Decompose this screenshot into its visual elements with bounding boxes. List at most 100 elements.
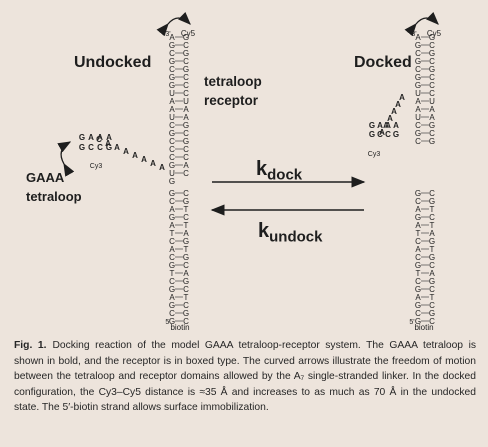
undocked-loop-nt: A xyxy=(106,133,112,142)
undocked-bottom-right-nt: C xyxy=(183,213,189,222)
kdock-label: kdock xyxy=(256,158,302,184)
docked-linker-nt: A xyxy=(379,128,385,137)
undocked-bottom-left-nt: G xyxy=(169,189,175,198)
undocked-bottom-right-nt: C xyxy=(183,285,189,294)
undocked-bottom-left-nt: T xyxy=(170,269,175,278)
docked-left-strand-nt: C xyxy=(415,65,421,74)
undocked-left-strand-nt: C xyxy=(169,49,175,58)
docked-bottom-right-nt: T xyxy=(430,293,435,302)
docked-5prime: 5' xyxy=(409,319,414,326)
undocked-left-strand-nt: A xyxy=(169,33,175,42)
docked-linker-nt: A xyxy=(391,107,397,116)
top-curved-arrow-right xyxy=(404,12,439,37)
undocked-linker-nt: A xyxy=(150,159,156,168)
docked-left-strand-nt: G xyxy=(415,41,421,50)
docked-right-strand-nt: G xyxy=(429,137,435,146)
undocked-right-strand-nt: C xyxy=(183,89,189,98)
undocked-bottom-left-nt: G xyxy=(169,261,175,270)
docked-bottom-right-nt: C xyxy=(429,285,435,294)
undocked-bottom-left-nt: C xyxy=(169,309,175,318)
docked-bottom-right-nt: G xyxy=(429,197,435,206)
undocked-cy3: Cy3 xyxy=(90,163,103,170)
docked-bottom-right-nt: C xyxy=(429,213,435,222)
kundock-label: kundock xyxy=(258,220,322,246)
docked-right-strand-nt: G xyxy=(429,33,435,42)
docked-bottom-right-nt: G xyxy=(429,309,435,318)
undocked-bottom-right-nt: C xyxy=(183,189,189,198)
undocked-bottom-left-nt: G xyxy=(169,317,175,326)
docked-left-strand-nt: G xyxy=(415,57,421,66)
docked-bottom-left-nt: T xyxy=(416,229,421,238)
docked-bottom-left-nt: G xyxy=(415,189,421,198)
undocked-loop-nt: A xyxy=(88,133,94,142)
undocked-left-strand-nt: C xyxy=(169,153,175,162)
undocked-bottom-left-nt: G xyxy=(169,301,175,310)
undocked-right-strand-nt: G xyxy=(183,121,189,130)
undocked-bottom-left-nt: A xyxy=(169,205,175,214)
docked-loop-nt: C xyxy=(385,130,391,139)
docked-bottom-right-nt: A xyxy=(429,269,435,278)
docked-bottom-left-nt: G xyxy=(415,213,421,222)
undocked-right-strand-nt: U xyxy=(183,97,189,106)
docked-left-strand-nt: C xyxy=(415,137,421,146)
undocked-linker-nt: A xyxy=(105,139,111,148)
undocked-bottom-left-nt: C xyxy=(169,277,175,286)
docked-linker-nt: A xyxy=(399,93,405,102)
receptor-label-line1: tetraloop xyxy=(204,74,262,89)
docked-bottom-right-nt: C xyxy=(429,189,435,198)
docked-label: Docked xyxy=(354,54,412,71)
undocked-bottom-left-nt: A xyxy=(169,293,175,302)
docked-bottom-left-nt: C xyxy=(415,277,421,286)
undocked-biotin: biotin xyxy=(170,323,189,332)
undocked-right-strand-nt: C xyxy=(183,73,189,82)
undocked-bottom-right-nt: A xyxy=(183,269,189,278)
undocked-left-strand-nt: G xyxy=(169,81,175,90)
undocked-bottom-right-nt: T xyxy=(184,293,189,302)
tetraloop-receptor-label: tetraloop receptor xyxy=(204,72,262,110)
undocked-bottom-right-nt: G xyxy=(183,309,189,318)
undocked-left-strand-nt: U xyxy=(169,113,175,122)
docked-bottom-left-nt: G xyxy=(415,285,421,294)
undocked-left-strand-nt: G xyxy=(169,177,175,186)
kdock-k: k xyxy=(256,158,268,180)
docked-bottom-right-nt: C xyxy=(429,261,435,270)
docked-bottom-right-nt: C xyxy=(429,317,435,326)
docked-bottom-right-nt: C xyxy=(429,301,435,310)
undocked-linker-nt: C xyxy=(96,135,102,144)
undocked-loop-nt: C xyxy=(97,143,103,152)
docked-right-strand-nt: U xyxy=(429,97,435,106)
caption-text: Docking reaction of the model GAAA tetra… xyxy=(14,340,477,414)
undocked-linker-nt: A xyxy=(159,163,165,172)
undocked-helix: AGCGCGGUAAUCGCCCGUGGCGCGCCCUAAGCGCCACGCA… xyxy=(79,29,196,332)
undocked-linker-nt: A xyxy=(114,143,120,152)
docked-loop-nt: A xyxy=(393,121,399,130)
undocked-bottom-left-nt: G xyxy=(169,213,175,222)
docked-left-strand-nt: U xyxy=(415,89,421,98)
undocked-left-strand-nt: G xyxy=(169,41,175,50)
undocked-left-strand-nt: C xyxy=(169,137,175,146)
docked-right-strand-nt: G xyxy=(429,121,435,130)
docked-left-strand-nt: A xyxy=(415,33,421,42)
undocked-bottom-right-nt: C xyxy=(183,261,189,270)
undocked-right-strand-nt: A xyxy=(183,113,189,122)
undocked-bottom-right-nt: A xyxy=(183,229,189,238)
docked-3prime: 3' xyxy=(411,31,416,38)
top-curved-arrow-left xyxy=(156,12,191,37)
docked-bottom-right-nt: G xyxy=(429,237,435,246)
undocked-linker-nt: A xyxy=(132,151,138,160)
docked-linker-nt: A xyxy=(395,100,401,109)
undocked-right-strand-nt: C xyxy=(183,81,189,90)
undocked-bottom-left-nt: C xyxy=(169,237,175,246)
docked-bottom-right-nt: T xyxy=(430,245,435,254)
undocked-label: Undocked xyxy=(74,54,152,71)
docked-left-strand-nt: G xyxy=(415,73,421,82)
docked-bottom-left-nt: C xyxy=(415,237,421,246)
undocked-right-strand-nt: A xyxy=(183,161,189,170)
docked-biotin: biotin xyxy=(414,323,433,332)
docked-left-strand-nt: C xyxy=(415,49,421,58)
undocked-right-strand-nt: C xyxy=(183,145,189,154)
undocked-bottom-right-nt: G xyxy=(183,277,189,286)
gaaa-label-line1: GAAA xyxy=(26,170,65,185)
docked-loop-nt: G xyxy=(393,130,399,139)
